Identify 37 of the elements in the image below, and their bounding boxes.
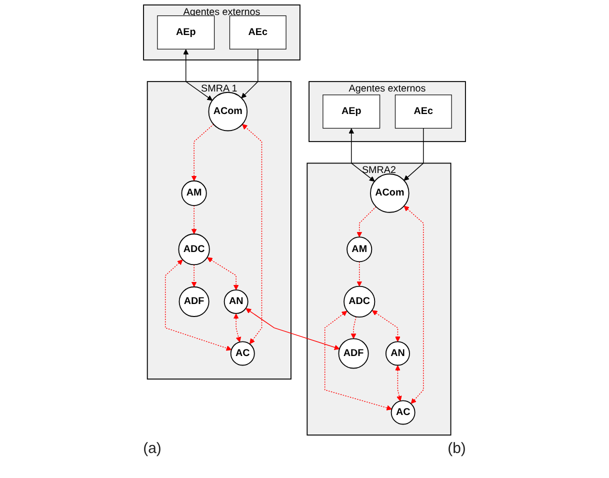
node-circle: ACom [208,92,248,132]
node-circle: ADF [178,286,210,317]
arrow [404,128,424,181]
node-box: AEp [157,15,215,50]
node-circle: AN [385,341,410,366]
arrow [348,128,375,182]
arrow [191,205,197,234]
node-box: AEp [322,94,380,129]
arrow [350,316,356,339]
node-circle: ADC [178,234,210,266]
node-box: AEc [229,15,286,50]
arrow [356,206,376,238]
panel-label: (a) [143,440,162,457]
arrow [356,261,362,287]
arrow [183,49,213,101]
node-circle: AM [346,236,372,262]
node-circle: AC [390,400,416,425]
arrow [191,264,197,288]
node-circle: ACom [370,174,410,213]
arrow [404,206,424,404]
arrow [233,313,242,342]
arrow [395,365,402,402]
node-circle: ADF [338,338,369,369]
arrow [324,310,392,410]
arrow [246,308,340,350]
node-circle: AN [224,289,248,314]
node-circle: ADC [344,286,376,318]
arrow [191,124,214,182]
node-circle: AM [181,180,207,206]
arrow [207,257,239,290]
arrow [241,48,258,98]
node-box: AEc [394,94,452,129]
panel-label: (b) [448,440,466,457]
node-circle: AC [230,341,255,366]
arrow [372,310,400,342]
arrow [165,260,232,351]
arrow [242,124,262,344]
